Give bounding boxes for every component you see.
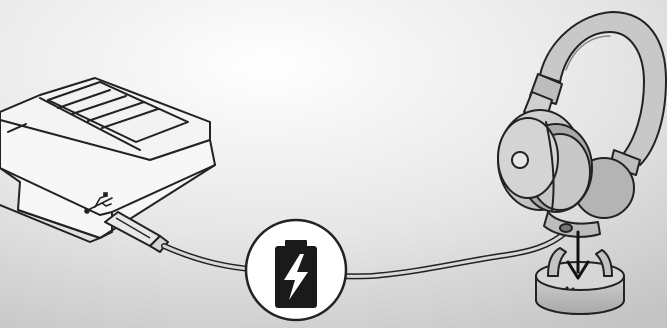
headset-icon bbox=[497, 11, 667, 238]
arrow-down-icon bbox=[566, 230, 590, 280]
laptop-icon bbox=[0, 77, 216, 243]
usb-icon bbox=[84, 192, 113, 214]
battery-charging-icon bbox=[244, 218, 348, 322]
usb-cable-icon bbox=[104, 211, 569, 280]
